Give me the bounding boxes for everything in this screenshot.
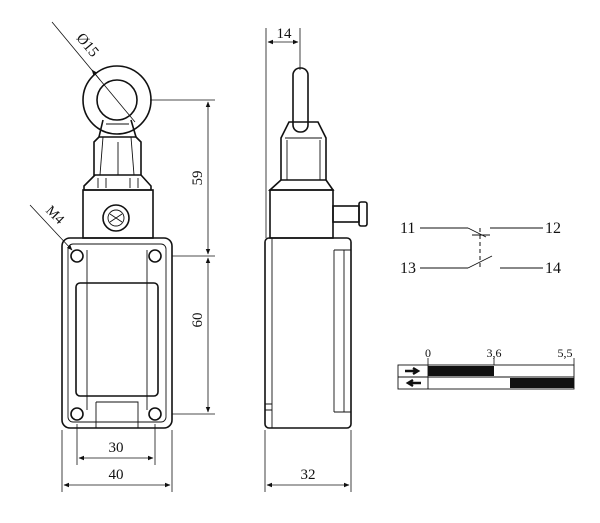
label-hole-spacing: 30 [109, 440, 124, 456]
label-actuator-offset: 14 [277, 26, 293, 42]
dim-roller-diameter [51, 21, 136, 123]
dim-actuator-height [150, 99, 215, 257]
contact-11-label: 11 [400, 220, 415, 237]
dim-thread [29, 204, 73, 251]
travel-diagram [397, 358, 575, 390]
no-closed-bar [510, 378, 574, 388]
side-view: 14 32 [264, 26, 368, 492]
dim-body-height [172, 257, 215, 415]
contact-symbol [420, 227, 543, 269]
lever [292, 67, 309, 133]
label-actuator-height: 59 [190, 171, 206, 186]
label-body-height: 60 [190, 313, 206, 328]
arrow-right-icon [405, 366, 421, 376]
dim-hole-spacing [76, 424, 156, 465]
actuator-neck [83, 119, 152, 191]
arrow-left-icon [405, 378, 421, 388]
travel-tick-5-5: 5,5 [558, 346, 573, 360]
front-view: 30 40 59 60 Ø15 M4 [29, 21, 215, 492]
side-body [264, 237, 352, 429]
switch-body [61, 237, 173, 429]
label-roller-diameter: Ø15 [73, 30, 102, 60]
dim-body-depth [264, 430, 352, 492]
dim-actuator-offset [265, 28, 301, 238]
contact-13-label: 13 [400, 260, 416, 277]
dim-body-width [61, 430, 173, 492]
side-head [269, 189, 368, 239]
label-body-depth: 32 [301, 467, 316, 483]
nc-closed-bar [428, 366, 494, 376]
label-thread: M4 [42, 203, 66, 227]
contact-12-label: 12 [545, 220, 561, 237]
travel-tick-0: 0 [425, 346, 431, 360]
side-neck [267, 121, 335, 191]
contact-14-label: 14 [545, 260, 561, 277]
head-block [82, 189, 154, 239]
label-body-width: 40 [109, 467, 124, 483]
travel-tick-3-6: 3,6 [487, 346, 502, 360]
